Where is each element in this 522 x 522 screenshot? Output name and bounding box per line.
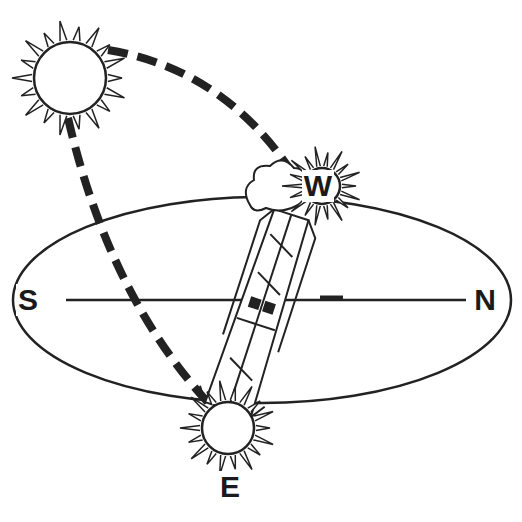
compass-north: N (472, 284, 498, 316)
compass-east: E (218, 471, 242, 503)
compass-south: S (16, 284, 40, 316)
tree (246, 160, 307, 210)
compass-west: W (302, 170, 334, 202)
sun-noon (12, 21, 125, 135)
house-figure (196, 204, 324, 420)
sun-east (180, 381, 273, 476)
sun-path-arc-east (68, 118, 215, 410)
sun-west (282, 147, 360, 226)
house-marker (320, 296, 343, 301)
